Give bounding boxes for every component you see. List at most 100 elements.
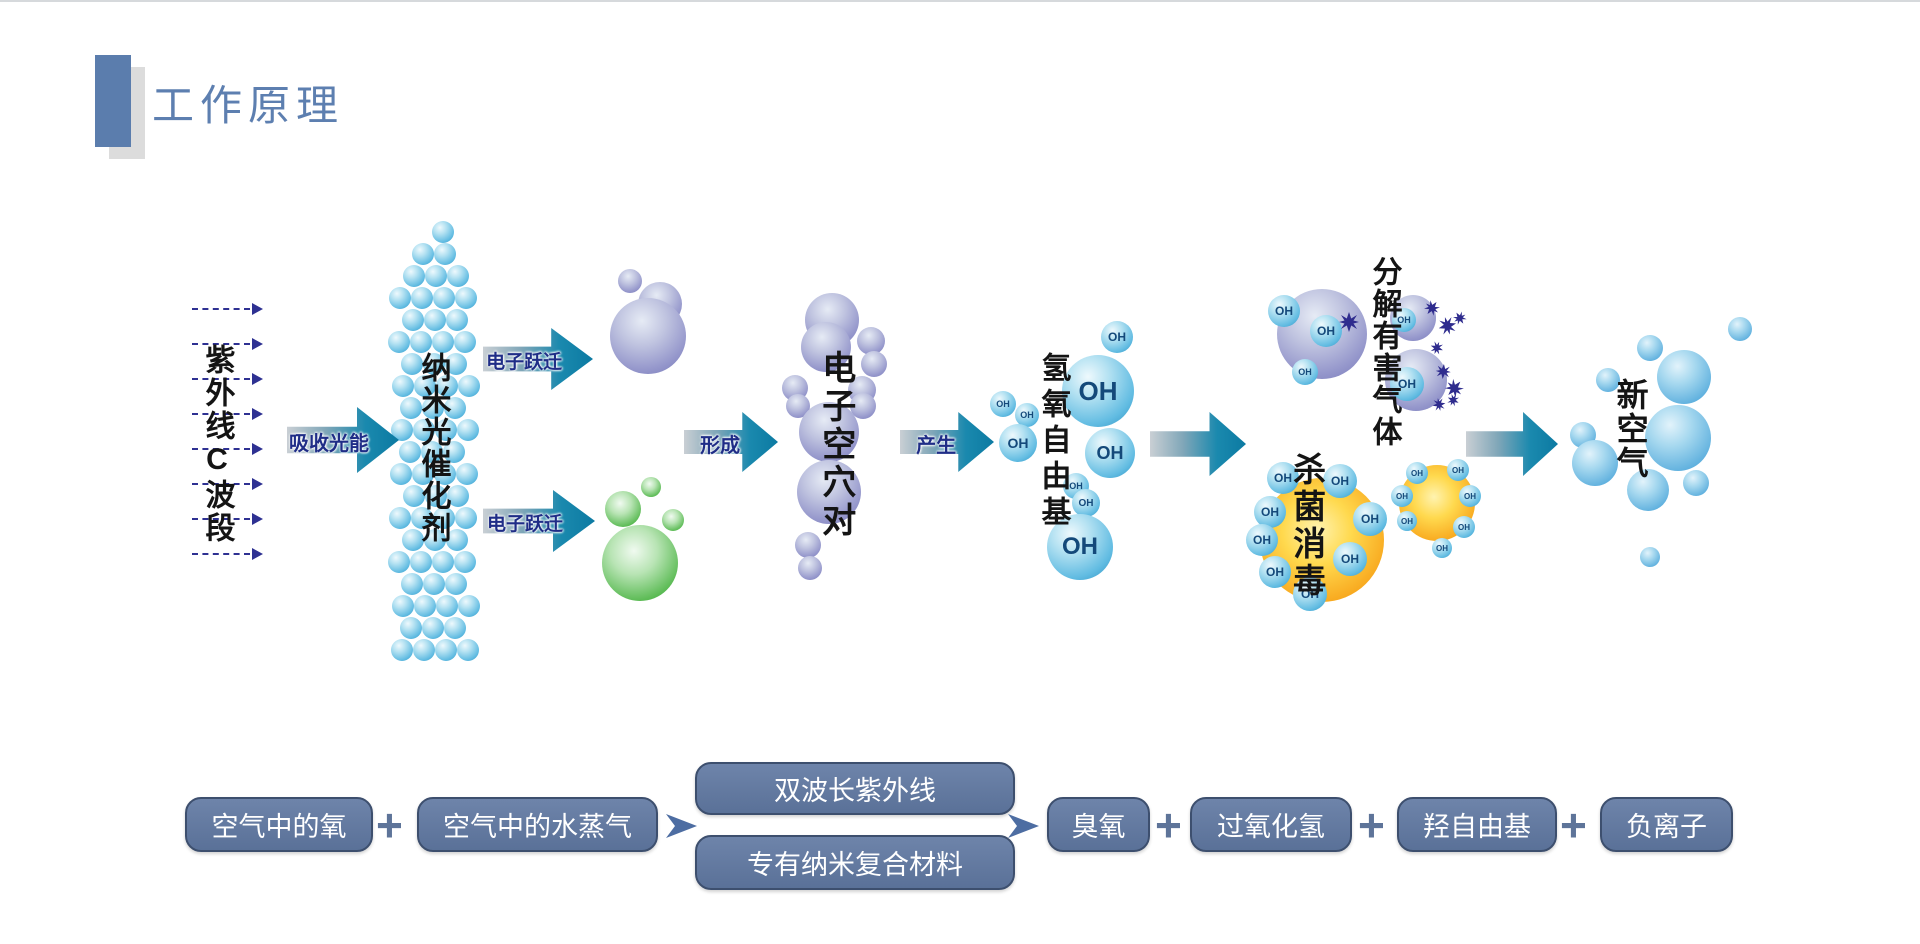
oh-bubble: OH (1268, 295, 1300, 327)
oh-bubble: OH (1062, 355, 1134, 427)
decompose-harmful-gas-label: 分解有害气体 (1367, 256, 1401, 448)
catalyst-bubble (422, 617, 444, 639)
catalyst-bubble (433, 287, 455, 309)
catalyst-bubble (433, 507, 455, 529)
uv-ray-arrow (192, 443, 263, 455)
microbe-icon (1448, 304, 1469, 326)
pair-bubble (850, 393, 876, 419)
catalyst-bubble (444, 617, 466, 639)
oh-bubble: OH (1047, 514, 1113, 580)
microbe-icon (1431, 395, 1451, 411)
oh-bubble: OH (1267, 462, 1299, 494)
oh-bubble: OH (1333, 542, 1367, 576)
oh-bubble: OH (1323, 464, 1357, 498)
catalyst-bubble (443, 441, 465, 463)
flow-box-oxygen: 空气中的氧 (185, 797, 373, 852)
catalyst-bubble (446, 529, 468, 551)
catalyst-bubble (412, 463, 434, 485)
catalyst-bubble (402, 529, 424, 551)
oh-bubble: OH (1293, 577, 1327, 611)
microbe-icon (1435, 358, 1452, 379)
catalyst-bubble (403, 265, 425, 287)
oh-bubble: OH (1390, 367, 1424, 401)
flow-box-hydroxyl-radical-label: 羟自由基 (1423, 812, 1531, 842)
catalyst-bubble (421, 441, 443, 463)
uv-ray-arrow (192, 338, 263, 350)
catalyst-bubble (436, 375, 458, 397)
oh-bubble: OH (1015, 403, 1039, 427)
catalyst-bubble (425, 485, 447, 507)
oh-bubble: OH (1392, 308, 1416, 332)
catalyst-bubble (434, 243, 456, 265)
pair-bubble (799, 402, 859, 462)
process-arrow (1150, 412, 1246, 476)
catalyst-bubble (400, 617, 422, 639)
hole-bubble (662, 509, 684, 531)
oh-bubble: OH (1085, 428, 1135, 478)
catalyst-bubble (388, 551, 410, 573)
catalyst-bubble (413, 419, 435, 441)
oh-bubble: OH (1259, 556, 1291, 588)
flow-box-negative-ion-label: 负离子 (1626, 812, 1707, 842)
flow-box-nano-material: 专有纳米复合材料 (695, 835, 1015, 890)
uv-ray-arrow (192, 548, 263, 560)
oh-bubble: OH (1292, 359, 1318, 385)
catalyst-bubble (401, 573, 423, 595)
catalyst-bubble (456, 463, 478, 485)
microbe-icon (1339, 312, 1359, 337)
catalyst-bubble (423, 573, 445, 595)
uv-ray-arrow (192, 513, 263, 525)
catalyst-bubble (457, 419, 479, 441)
air-bubble (1596, 368, 1620, 392)
air-bubble (1645, 405, 1711, 471)
catalyst-bubble (446, 309, 468, 331)
catalyst-bubble (410, 551, 432, 573)
catalyst-bubble (436, 595, 458, 617)
air-bubble (1640, 547, 1660, 567)
process-arrow (1466, 412, 1558, 476)
flow-plus-1: + (376, 799, 403, 851)
oh-bubble: OH (990, 391, 1016, 417)
catalyst-bubble (432, 331, 454, 353)
flow-plus-4: + (1560, 799, 1587, 851)
pair-bubble (797, 460, 861, 524)
pair-bubble (861, 351, 887, 377)
catalyst-bubble (454, 331, 476, 353)
flow-box-water-vapor-label: 空气中的水蒸气 (443, 812, 632, 842)
oh-bubble: OH (1459, 485, 1481, 507)
catalyst-bubble (413, 639, 435, 661)
flow-box-dual-uv-label: 双波长紫外线 (774, 776, 936, 806)
uv-ray-arrow (192, 373, 263, 385)
uv-ray-arrow (192, 478, 263, 490)
flow-box-oxygen-label: 空气中的氧 (211, 812, 347, 842)
process-arrow-label: 形成 (700, 435, 741, 457)
process-arrow-form: 形成 (684, 412, 778, 472)
catalyst-bubble (389, 507, 411, 529)
oh-bubble: OH (1246, 524, 1278, 556)
oh-bubble: OH (1453, 516, 1475, 538)
catalyst-bubble (454, 551, 476, 573)
catalyst-bubble (412, 243, 434, 265)
flow-box-hydroxyl-radical: 羟自由基 (1397, 797, 1557, 852)
catalyst-bubble (424, 309, 446, 331)
pair-bubble (857, 327, 885, 355)
catalyst-bubble (392, 375, 414, 397)
page-title: 工作原理 (152, 82, 345, 129)
process-arrow-absorb: 吸收光能 (287, 407, 399, 473)
catalyst-bubble (458, 595, 480, 617)
flow-box-ozone-label: 臭氧 (1071, 812, 1126, 842)
catalyst-bubble (445, 573, 467, 595)
hole-bubble (602, 525, 678, 601)
catalyst-bubble (400, 397, 422, 419)
catalyst-bubble (414, 375, 436, 397)
catalyst-bubble (432, 551, 454, 573)
hydroxyl-radical-label: 氢氧自由基 (1036, 352, 1070, 532)
flow-box-ozone: 臭氧 (1047, 797, 1150, 852)
process-arrow-produce: 产生 (900, 412, 994, 472)
flow-plus-2: + (1155, 799, 1182, 851)
title-accent-bar (95, 55, 131, 147)
catalyst-bubble (390, 463, 412, 485)
new-air-label: 新空气 (1612, 378, 1649, 480)
catalyst-bubble (411, 287, 433, 309)
